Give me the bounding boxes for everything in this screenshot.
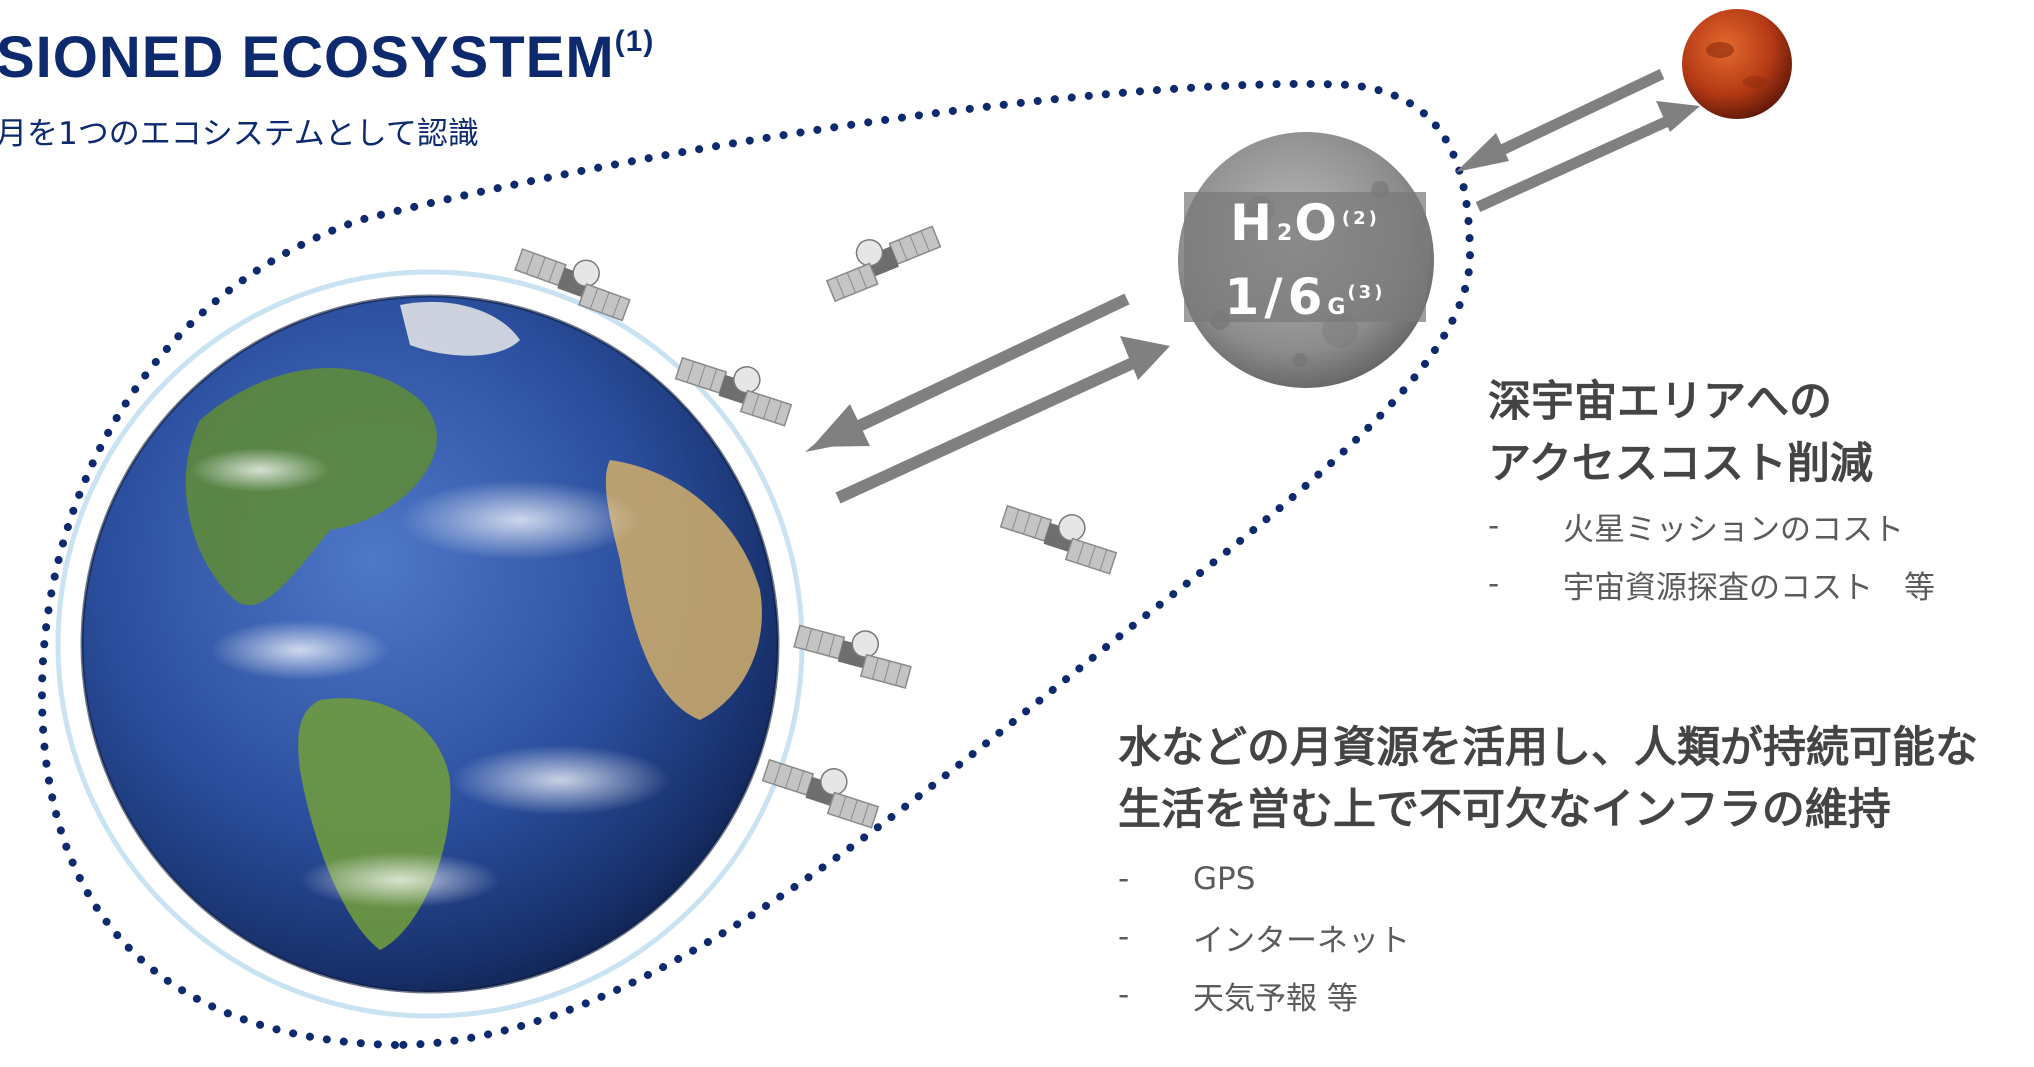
infrastructure-heading: 水などの月資源を活用し、人類が持続可能な 生活を営む上で不可欠なインフラの維持 [1118, 723, 1978, 835]
earth-icon [80, 294, 780, 994]
moon-mars-arrows [1456, 69, 1700, 213]
satellite-icon [996, 493, 1125, 575]
list-item: -GPS [1118, 861, 1256, 897]
list-item: -火星ミッションのコスト [1488, 508, 1904, 548]
list-item: -宇宙資源探査のコスト 等 [1488, 566, 1935, 606]
list-item: -インターネット [1118, 919, 1410, 959]
infrastructure-list: -GPS -インターネット -天気予報 等 [1118, 850, 1410, 1024]
earth-moon-arrows [805, 293, 1170, 504]
satellite-icon [758, 747, 887, 829]
page-subtitle: 月を1つのエコシステムとして認識 [0, 116, 479, 152]
mars-icon [1682, 9, 1792, 119]
list-item: -天気予報 等 [1118, 977, 1358, 1017]
deep-space-list: -火星ミッションのコスト -宇宙資源探査のコスト 等 [1488, 497, 1935, 613]
gravity-value: 1/6G(3) [1224, 268, 1386, 326]
ecosystem-boundary [37, 79, 1475, 1050]
satellite-icon [510, 237, 639, 322]
page-title: SIONED ECOSYSTEM(1) [0, 24, 655, 90]
moon-resource-label: H2O(2) 1/6G(3) [1184, 192, 1426, 326]
water-formula: H2O(2) [1230, 194, 1380, 252]
satellite-icon [817, 214, 946, 302]
deep-space-heading: 深宇宙エリアへの アクセスコスト削減 [1488, 377, 1873, 489]
satellite-icon [790, 613, 918, 689]
